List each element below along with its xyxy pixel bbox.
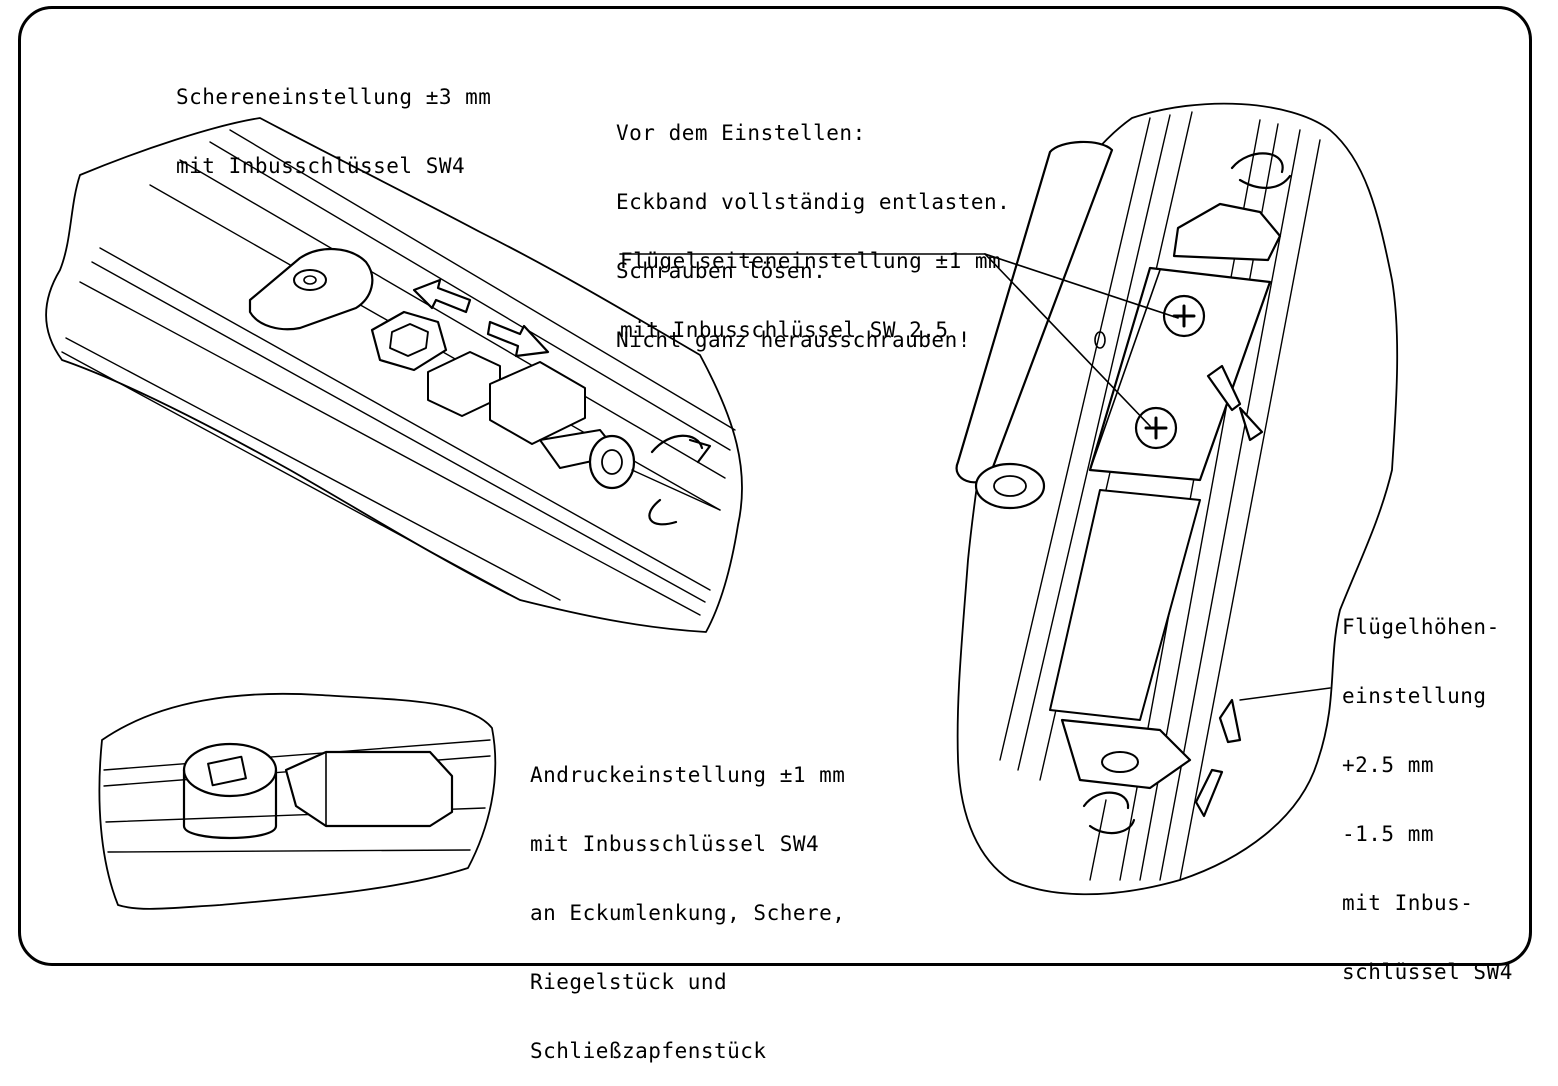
label-sash-height-line-6: schlüssel SW4: [1342, 960, 1513, 984]
label-sash-height-line-1: Flügelhöhen-: [1342, 615, 1500, 639]
scissor-detail: [45, 117, 743, 633]
hinge-rotate-arrow-top: [1230, 152, 1292, 189]
leader-to-bottom-screw: [984, 253, 1151, 427]
pressure-detail-outline: [98, 692, 497, 910]
label-pressure-line-2: mit Inbusschlüssel SW4: [530, 832, 820, 856]
label-pressure: Andruckeinstellung ±1 mm mit Inbusschlüs…: [530, 718, 845, 1086]
label-sash-height-line-5: mit Inbus-: [1342, 891, 1474, 915]
scissor-arrow-left: [412, 278, 472, 314]
pressure-detail: [98, 692, 497, 910]
hinge-top-bracket: [1172, 202, 1282, 262]
scissor-arrow-right: [486, 320, 550, 358]
scissor-nut: [588, 434, 636, 490]
label-sash-height-line-3: +2.5 mm: [1342, 753, 1435, 777]
label-sash-side-line-2: mit Inbusschlüssel SW 2.5: [620, 318, 949, 342]
label-sash-height-line-2: einstellung: [1342, 684, 1487, 708]
label-sash-height: Flügelhöhen- einstellung +2.5 mm -1.5 mm…: [1342, 570, 1513, 1007]
label-before-line-2: Eckband vollständig entlasten.: [616, 190, 1011, 214]
hinge-side-arrows: [1206, 364, 1264, 442]
label-sash-height-line-4: -1.5 mm: [1342, 822, 1435, 846]
pressure-slide-block: [284, 750, 454, 828]
label-scissor-line-2: mit Inbusschlüssel SW4: [176, 154, 466, 178]
label-before-adjust: Vor dem Einstellen: Eckband vollständig …: [616, 76, 1010, 375]
hinge-sash-slide: [1049, 489, 1201, 721]
hinge-rotate-arrow-bottom: [1082, 791, 1136, 835]
label-pressure-line-1: Andruckeinstellung ±1 mm: [530, 763, 846, 787]
leader-to-top-screw: [984, 253, 1179, 319]
label-pressure-line-5: Schließzapfenstück: [530, 1039, 767, 1063]
label-sash-side-line-1: Flügelseiteneinstellung ±1 mm: [620, 249, 1002, 273]
scissor-hex-screw: [370, 310, 448, 372]
technical-drawing: [45, 102, 1399, 910]
pressure-eccentric-top: [182, 742, 278, 798]
leader-lines: [619, 253, 1179, 427]
label-pressure-line-3: an Eckumlenkung, Schere,: [530, 901, 846, 925]
hinge-bottom-bearing: [1060, 718, 1192, 790]
hinge-height-arrows: [1194, 698, 1242, 818]
scissor-detail-outline: [45, 117, 743, 633]
label-before-line-4: Nicht ganz herausschrauben!: [616, 328, 971, 352]
label-before-line-3: Schrauben lösen.: [616, 259, 827, 283]
hinge-detail: [955, 102, 1399, 896]
label-scissor: Schereneinstellung ±3 mm mit Inbusschlüs…: [176, 40, 491, 201]
label-pressure-line-4: Riegelstück und: [530, 970, 728, 994]
label-before-line-1: Vor dem Einstellen:: [616, 121, 866, 145]
label-sash-side: Flügelseiteneinstellung ±1 mm mit Inbuss…: [620, 204, 1001, 365]
hinge-barrel-bottom: [974, 462, 1046, 510]
label-scissor-line-1: Schereneinstellung ±3 mm: [176, 85, 492, 109]
scissor-pivot: [293, 269, 327, 291]
